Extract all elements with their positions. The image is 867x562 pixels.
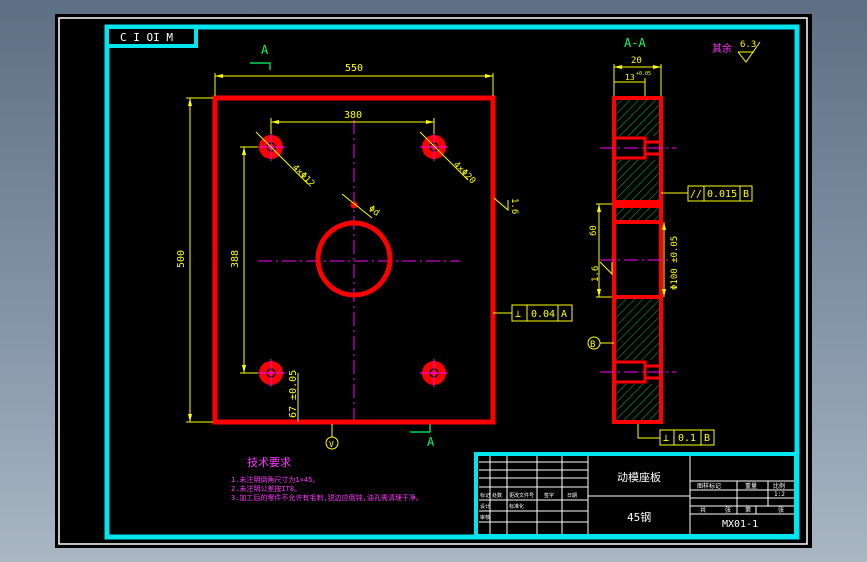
- title-block-part-name: 动模座板: [617, 470, 661, 484]
- plate-outline: [212, 95, 496, 425]
- corner-code: C I OI M: [120, 31, 173, 44]
- small-label-1: 标记: [480, 492, 490, 499]
- header-cell-3: 比例: [773, 482, 785, 490]
- corner-code-box: [105, 25, 198, 48]
- small-label-5: 日期: [567, 493, 577, 499]
- dim-hole-spacing-x: 380: [344, 110, 362, 121]
- sheet-label-3: 第: [745, 506, 751, 514]
- label-standard: 标准化: [509, 503, 524, 510]
- tech-note-1: 1.未注明倒角尺寸为1×45。: [231, 475, 319, 484]
- tolerance-front-symbol: ⊥: [515, 309, 521, 320]
- section-title: A-A: [624, 36, 646, 50]
- tech-note-3: 3.加工后的零件不允许有毛刺,锐边应倒钝,油孔需清理干净。: [231, 493, 423, 502]
- parallel-datum: B: [743, 189, 749, 200]
- tech-note-2: 2.未注明公差按IT8。: [231, 484, 301, 493]
- section-mark-top: [250, 62, 271, 70]
- label-audit: 审核: [480, 514, 490, 521]
- sheet-label-1: 共: [700, 506, 706, 514]
- title-block-drawing-no: MX01-1: [722, 519, 758, 530]
- roughness-rest-label: 其余: [712, 42, 732, 55]
- section-mark-bottom: [410, 424, 431, 433]
- dim-bore: Φ100 ±0.05: [670, 236, 680, 290]
- dim-width: 550: [345, 63, 363, 74]
- roughness-rest-value: 6.3: [740, 40, 756, 50]
- roughness-right: 1.6: [509, 198, 519, 214]
- dim-height: 500: [176, 250, 187, 268]
- dim-thickness: 20: [631, 56, 642, 66]
- title-block-scale: 1:2: [774, 491, 785, 498]
- roughness-left: 1.6: [591, 266, 601, 282]
- title-block: [474, 452, 798, 538]
- dim-60: 60: [589, 225, 599, 236]
- sheet-label-2: 张: [725, 506, 731, 514]
- title-block-material: 45钢: [627, 511, 651, 524]
- drawing-background: [55, 14, 812, 548]
- small-label-2: 处数: [492, 492, 502, 499]
- dim-counterbore: 13: [625, 73, 635, 82]
- section-mark-bottom-label: A: [427, 435, 435, 449]
- datum-bottom: V: [329, 440, 334, 449]
- parallel-value: 0.015: [707, 189, 737, 200]
- section-mark-top-label: A: [261, 43, 269, 57]
- front-dimensions: [186, 73, 494, 423]
- label-design: 设计: [480, 503, 490, 510]
- perp-value: 0.1: [678, 433, 696, 444]
- perp-datum: B: [704, 433, 710, 444]
- small-label-4: 签字: [544, 492, 554, 499]
- parallel-symbol: //: [690, 189, 702, 200]
- small-label-3: 更改文件号: [509, 492, 534, 499]
- tolerance-front-value: 0.04: [531, 309, 555, 320]
- header-cell-1: 图样标记: [697, 482, 721, 490]
- section-centerlines: [600, 147, 676, 373]
- perp-symbol: ⊥: [663, 433, 669, 444]
- dim-hole-spacing-y: 388: [230, 250, 241, 268]
- tech-notes-title: 技术要求: [247, 456, 291, 469]
- center-bore: [315, 220, 393, 298]
- sheet-label-4: 张: [778, 506, 784, 514]
- header-cell-2: 重量: [745, 482, 757, 490]
- datum-b: B: [590, 340, 595, 350]
- dim-counterbore-sup: +0.05: [636, 71, 651, 77]
- tolerance-front-datum: A: [561, 309, 567, 320]
- tolerance-frame-front: [493, 304, 573, 322]
- outer-border: [58, 17, 808, 545]
- dim-hole-edge: 67 ±0.05: [288, 370, 299, 418]
- front-centerlines: [258, 120, 460, 420]
- inner-frame: [104, 24, 800, 540]
